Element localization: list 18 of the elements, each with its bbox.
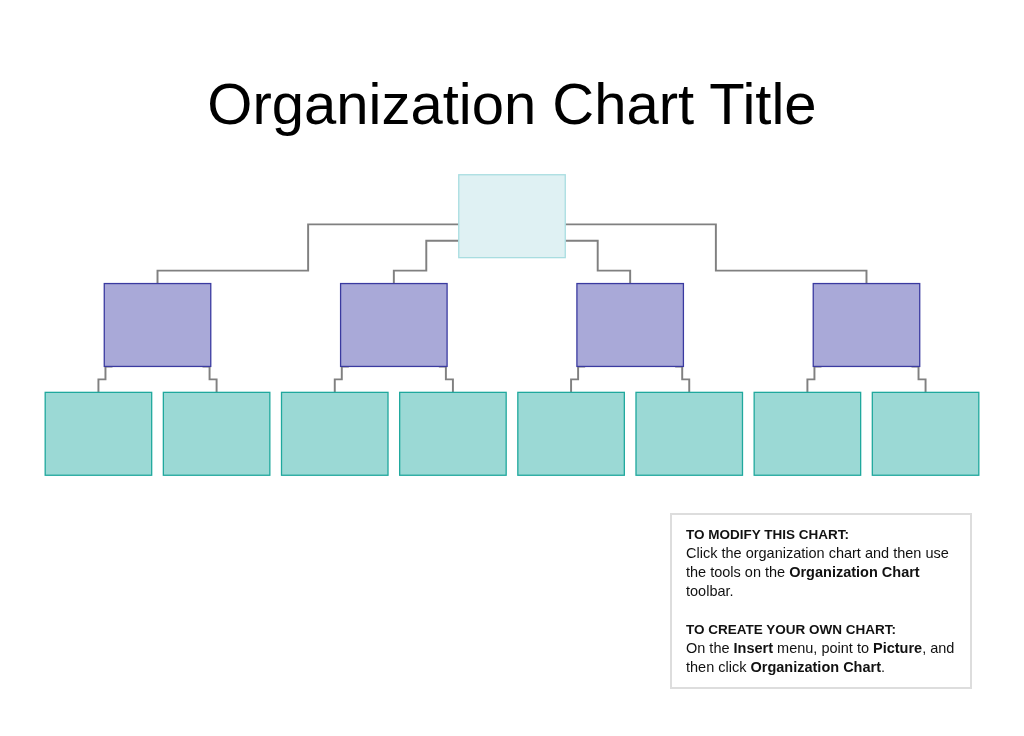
note-text: On the Insert menu, point to Picture, and then click Organization Chart. [686, 639, 956, 677]
node-box [44, 391, 153, 476]
node-box [280, 391, 389, 476]
node-box [103, 282, 212, 368]
node-box [339, 282, 448, 368]
chart-title: Organization Chart Title [206, 70, 818, 137]
note-heading: TO CREATE YOUR OWN CHART: [686, 621, 897, 639]
node-box [635, 391, 744, 476]
node-box [576, 282, 685, 368]
node-box [871, 391, 980, 476]
note-text: Click the organization chart and then use the tools on the Organization Chart toolbar. [686, 544, 950, 601]
node-box [517, 391, 625, 476]
note-heading: TO MODIFY THIS CHART: [686, 526, 850, 544]
node-box [812, 282, 921, 368]
node-box [162, 391, 271, 476]
node-box [753, 391, 862, 476]
node-box [458, 174, 566, 259]
node-box [399, 391, 507, 476]
